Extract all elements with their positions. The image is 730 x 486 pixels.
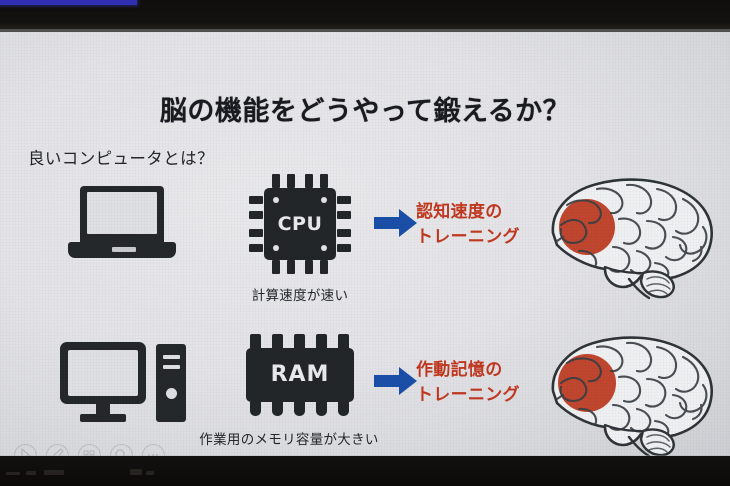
cpu-pin [287, 260, 295, 274]
slide-title: 脳の機能をどうやって鍛えるか？ [159, 96, 571, 127]
desktop-illustration [48, 320, 198, 430]
bottom-bezel [0, 456, 730, 486]
training-label-cognitive-speed: 認知速度の トレーニング [416, 200, 520, 249]
training-line-1: 作動記憶の [416, 360, 503, 380]
cpu-pin [272, 174, 280, 188]
monitor-frame [60, 342, 146, 404]
arrow-working-memory [374, 366, 418, 396]
bezel-speck [44, 470, 64, 475]
row-cognitive-speed: CPU 計算速度が速い 認知速度の トレーニング [0, 162, 730, 322]
ram-module-icon: RAM [236, 334, 364, 420]
bezel-speck [146, 471, 154, 475]
cpu-pin [305, 260, 313, 274]
cpu-pin [249, 229, 263, 237]
ram-pin [272, 334, 283, 348]
bezel-speck [130, 469, 142, 475]
ram-pin [294, 402, 305, 416]
cpu-pin [337, 229, 351, 237]
cpu-chip-icon: CPU [248, 172, 352, 276]
cpu-pin [320, 174, 328, 188]
cpu-pin [249, 196, 263, 204]
cpu-corner-dot [321, 197, 327, 203]
cpu-corner-dot [273, 197, 279, 203]
ram-pin [316, 402, 327, 416]
tower-drive-slot [163, 355, 180, 359]
ram-pin [250, 334, 261, 348]
presentation-progress-bar [0, 0, 137, 5]
monitor-neck [96, 402, 110, 416]
computer-tower [156, 344, 186, 422]
ram-caption: 作業用のメモリ容量が大きい [199, 432, 379, 448]
cpu-pin [337, 196, 351, 204]
right-arrow-icon [374, 366, 418, 396]
tower-drive-slot [163, 365, 180, 369]
cpu-pin [272, 260, 280, 274]
cpu-pin [320, 260, 328, 274]
laptop-icon [68, 186, 176, 264]
bezel-speck [26, 471, 36, 475]
training-line-2: トレーニング [416, 226, 520, 247]
cpu-pin [287, 174, 295, 188]
brain-illustration-cognitive-speed [523, 167, 728, 302]
cpu-block: CPU 計算速度が速い [215, 172, 385, 304]
slide-canvas: 脳の機能をどうやって鍛えるか？ 良いコンピュータとは？ [0, 32, 730, 486]
ram-pin [294, 334, 305, 348]
cpu-pin [305, 174, 313, 188]
brain-lateral-icon [523, 167, 728, 302]
cpu-corner-dot [321, 245, 327, 251]
laptop-illustration [48, 162, 198, 272]
lead-question-text: 良いコンピュータとは？ [28, 149, 214, 168]
cpu-pin [249, 244, 263, 252]
laptop-lid [80, 186, 164, 242]
top-bezel [0, 0, 730, 32]
training-label-working-memory: 作動記憶の トレーニング [416, 358, 520, 407]
cpu-corner-dot [273, 245, 279, 251]
ram-block: RAM 作業用のメモリ容量が大きい [199, 334, 385, 448]
laptop-screen [87, 192, 157, 234]
cpu-pin [337, 211, 351, 219]
row-working-memory: RAM 作業用のメモリ容量が大きい 作動記憶の トレーニ [0, 320, 730, 480]
ram-pin [316, 334, 327, 348]
ram-pin [250, 402, 261, 416]
brain-lateral-icon [523, 325, 728, 460]
cpu-pin [249, 211, 263, 219]
power-button-icon [166, 388, 177, 399]
laptop-trackpad [112, 247, 136, 252]
ram-pin [338, 334, 349, 348]
ram-pin [338, 402, 349, 416]
training-line-2: トレーニング [416, 384, 520, 405]
cpu-caption: 計算速度が速い [251, 288, 349, 304]
arrow-cognitive-speed [374, 208, 418, 238]
monitor-foot [80, 414, 126, 422]
desktop-computer-icon [60, 342, 188, 424]
monitor-screen [68, 350, 138, 396]
training-line-1: 認知速度の [416, 202, 503, 222]
bezel-speck [6, 472, 20, 475]
cpu-pin [337, 244, 351, 252]
ram-pin [272, 402, 283, 416]
brain-illustration-working-memory [523, 325, 728, 460]
screen-top-edge [0, 29, 730, 32]
ram-chip-label: RAM [246, 348, 354, 402]
right-arrow-icon [374, 208, 418, 238]
